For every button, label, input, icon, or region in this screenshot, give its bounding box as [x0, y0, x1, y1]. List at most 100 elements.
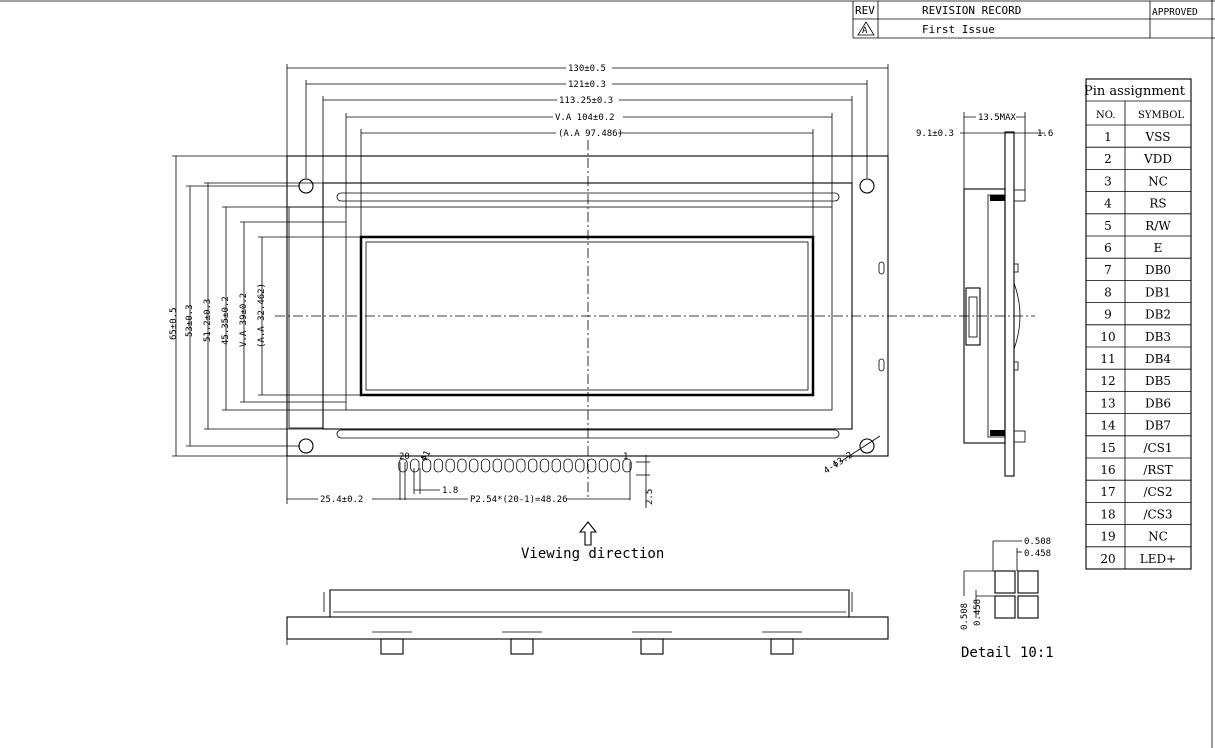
dim-side-max: 13.5MAX: [978, 113, 1017, 123]
side-view: 13.5MAX 9.1±0.3 1.6: [916, 111, 1053, 477]
pin-number: 11: [1100, 352, 1115, 366]
pin-number: 17: [1100, 485, 1115, 499]
connector-pad: [610, 458, 620, 473]
dim-height-inner: 45.35±0.2: [221, 296, 231, 345]
pin-dimensions: 25.4±0.2 P2.54*(20-1)=48.26 1.8 2.5 4-Φ3…: [286, 435, 881, 508]
pin-number: 20: [1100, 552, 1115, 566]
pin-symbol: DB5: [1145, 374, 1171, 388]
connector-pin-row: [398, 458, 632, 473]
pin-symbol: RS: [1149, 197, 1166, 211]
dim-pin1-offset: 25.4±0.2: [320, 495, 363, 505]
revision-record-table: REV REVISION RECORD APPROVED A First Iss…: [0, 0, 1215, 39]
pin-symbol: NC: [1148, 174, 1168, 188]
revision-record-header: REVISION RECORD: [922, 4, 1021, 17]
pin-number: 2: [1104, 152, 1112, 166]
connector-pad: [528, 458, 538, 473]
dim-detail-b: 0.458: [1024, 549, 1051, 559]
connector-pad: [445, 458, 455, 473]
side-pcb: [1004, 131, 1015, 477]
connector-pad: [551, 458, 561, 473]
connector-pad: [410, 458, 420, 473]
connector-pad: [398, 458, 408, 473]
revision-entry: First Issue: [922, 23, 995, 36]
bottom-tab: [640, 638, 664, 655]
dim-width-bezel: 113.25±0.3: [559, 96, 613, 106]
bottom-pcb: [286, 616, 889, 640]
pin-number: 13: [1100, 396, 1115, 410]
dim-height-aa: (A.A 32.462): [257, 283, 267, 348]
connector-pad: [622, 458, 632, 473]
pin-symbol: /RST: [1143, 463, 1172, 477]
pin-pad-label: Φ1: [420, 449, 434, 463]
module-outline: [286, 155, 889, 457]
width-dimensions: 130±0.5 121±0.3 113.25±0.3 V.A 104±0.2 (…: [286, 62, 889, 237]
pin-col-symbol: SYMBOL: [1138, 110, 1184, 121]
pin-symbol: DB0: [1145, 263, 1171, 277]
connector-pad: [433, 458, 443, 473]
pin-number: 19: [1100, 530, 1115, 544]
viewing-direction-arrow-icon: [578, 521, 598, 546]
connector-pad: [563, 458, 573, 473]
dim-detail-d: 0.458: [973, 599, 983, 626]
dim-height-outline: 65±0.5: [169, 307, 179, 340]
pin-number: 1: [1104, 130, 1112, 144]
connector-pad: [504, 458, 514, 473]
bezel: [322, 182, 853, 430]
pin-number: 9: [1104, 308, 1112, 322]
dim-side-thk: 1.6: [1037, 129, 1053, 139]
dim-height-holes: 53±0.3: [185, 304, 195, 337]
pin-number: 16: [1100, 463, 1115, 477]
pin-symbol: /CS3: [1143, 507, 1172, 521]
bottom-tab: [510, 638, 534, 655]
approved-header: APPROVED: [1152, 7, 1198, 18]
mounting-hole-tl: [298, 178, 314, 194]
rev-header: REV: [855, 4, 875, 17]
front-view: 20 Φ1 1 130±0.5 121±0.3 113.25±0.3 V.A 1…: [169, 62, 1035, 562]
slot-right-bottom: [878, 358, 885, 372]
rev-mark: A: [862, 26, 868, 36]
dim-detail-a: 0.508: [1024, 537, 1051, 547]
inner-window: [345, 206, 833, 411]
connector-pad: [598, 458, 609, 473]
connector-pad: [516, 458, 526, 473]
pin-symbol: /CS1: [1143, 441, 1172, 455]
pin-symbol: NC: [1148, 530, 1168, 544]
pin-number: 18: [1100, 507, 1115, 521]
connector-pad: [492, 458, 502, 473]
pin-col-no: NO.: [1096, 110, 1116, 121]
bottom-tab: [770, 638, 794, 655]
pin-label-20: 20: [399, 452, 410, 462]
slot-right-top: [878, 261, 885, 275]
connector-pad: [421, 458, 432, 473]
height-dimensions: 65±0.5 53±0.3 51.2±0.3 45.35±0.2 V.A 39±…: [169, 155, 361, 457]
pin-label-1: 1: [623, 452, 628, 462]
dim-height-va: V.A 39±0.2: [239, 293, 249, 347]
bottom-view: [286, 589, 889, 655]
rev-triangle-icon: [857, 21, 875, 36]
pin-symbol: VSS: [1145, 130, 1171, 144]
dim-width-holes: 121±0.3: [568, 80, 606, 90]
side-connector: [965, 287, 981, 346]
mounting-hole-tr: [859, 178, 875, 194]
dim-pitch: P2.54*(20-1)=48.26: [470, 495, 568, 505]
connector-pad: [469, 458, 479, 473]
dim-pad-height: 2.5: [645, 489, 655, 505]
connector-pad: [480, 458, 491, 473]
pin-number: 15: [1100, 441, 1115, 455]
dim-side-pcb: 9.1±0.3: [916, 129, 954, 139]
pin-number: 5: [1104, 219, 1112, 233]
pin-number: 8: [1104, 285, 1112, 299]
dim-detail-c: 0.508: [960, 603, 970, 630]
pin-number: 7: [1104, 263, 1112, 277]
detail-view: 0.508 0.458 0.508 0.458 Detail 10:1: [960, 537, 1054, 661]
pin-number: 10: [1100, 330, 1115, 344]
bottom-tab: [380, 638, 404, 655]
connector-pad: [457, 458, 467, 473]
dim-mounting-hole: 4-Φ3.2: [822, 450, 855, 476]
dim-height-bezel: 51.2±0.3: [203, 299, 213, 342]
pin-number: 14: [1100, 419, 1116, 433]
connector-pad: [587, 458, 597, 473]
pin-table-title: Pin assignment: [1084, 84, 1186, 99]
pin-number: 3: [1104, 174, 1112, 188]
